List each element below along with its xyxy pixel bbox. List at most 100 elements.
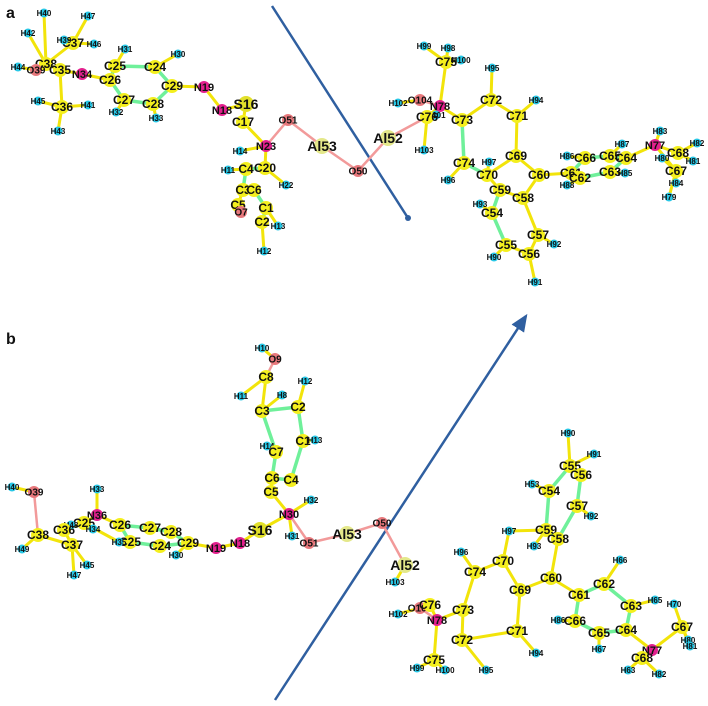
atom-sphere bbox=[419, 145, 429, 155]
bond-C72-C71 bbox=[460, 629, 519, 642]
atom-C24: C24 bbox=[144, 60, 166, 74]
atom-N77: N77 bbox=[645, 139, 665, 152]
atom-label: H80 bbox=[681, 636, 696, 645]
atom-H102: H102 bbox=[388, 609, 408, 619]
atom-label: H43 bbox=[51, 127, 66, 136]
atom-C76: C76 bbox=[416, 110, 438, 124]
atom-sphere bbox=[692, 138, 702, 148]
atom-label: C61 bbox=[568, 588, 590, 602]
atom-label: H70 bbox=[667, 600, 682, 609]
atom-C70: C70 bbox=[476, 168, 498, 182]
atom-sphere bbox=[443, 43, 453, 53]
atom-sphere bbox=[669, 164, 683, 178]
atom-sphere bbox=[443, 175, 453, 185]
atom-sphere bbox=[53, 126, 63, 136]
atom-label: C64 bbox=[615, 151, 637, 165]
atom-sphere bbox=[485, 206, 499, 220]
atom-sphere bbox=[542, 484, 556, 498]
atom-C35: C35 bbox=[49, 63, 71, 77]
atom-label: H85 bbox=[618, 169, 633, 178]
atom-label: C26 bbox=[109, 518, 131, 532]
atom-O50: O50 bbox=[373, 517, 392, 530]
atom-label: H48 bbox=[64, 521, 79, 530]
atom-label: H97 bbox=[482, 158, 497, 167]
atom-C71: C71 bbox=[506, 109, 528, 123]
atom-C7: C7 bbox=[268, 445, 284, 459]
atom-H84: H84 bbox=[669, 178, 684, 188]
atom-C20: C20 bbox=[254, 161, 276, 175]
atom-label: H99 bbox=[410, 664, 425, 673]
atom-label: O104 bbox=[408, 604, 433, 615]
atom-label: O50 bbox=[349, 167, 368, 178]
atom-sphere bbox=[306, 495, 316, 505]
atom-sphere bbox=[65, 538, 79, 552]
atom-label: N30 bbox=[279, 509, 299, 521]
atom-sphere bbox=[53, 63, 67, 77]
atom-label: C35 bbox=[49, 63, 71, 77]
atom-label: C67 bbox=[665, 164, 687, 178]
atom-sphere bbox=[487, 63, 497, 73]
atom-sphere bbox=[504, 526, 514, 536]
atom-H45: H45 bbox=[80, 560, 95, 570]
atom-label: O104 bbox=[408, 96, 433, 107]
atom-N18: N18 bbox=[212, 104, 232, 117]
atom-C60: C60 bbox=[528, 168, 550, 182]
atom-label: H100 bbox=[435, 666, 455, 675]
atom-sphere bbox=[300, 376, 310, 386]
atom-sphere bbox=[55, 100, 69, 114]
atom-sphere bbox=[13, 62, 23, 72]
atom-sphere bbox=[484, 93, 498, 107]
atom-C59: C59 bbox=[535, 523, 557, 537]
atom-label: C60 bbox=[528, 168, 550, 182]
atom-C37: C37 bbox=[61, 538, 83, 552]
atom-label: H83 bbox=[653, 127, 668, 136]
atom-H86: H86 bbox=[560, 151, 575, 161]
atom-sphere bbox=[236, 391, 246, 401]
atom-C24: C24 bbox=[149, 539, 171, 553]
atom-H35: H35 bbox=[112, 537, 127, 547]
atom-sphere bbox=[510, 109, 524, 123]
atom-sphere bbox=[493, 183, 507, 197]
atom-H81: H81 bbox=[686, 156, 701, 166]
atom-H10: H10 bbox=[255, 343, 270, 353]
atom-sphere bbox=[562, 151, 572, 161]
atom-C64: C64 bbox=[615, 623, 637, 637]
panel-label-b: b bbox=[6, 331, 16, 348]
atom-H65: H65 bbox=[648, 595, 663, 605]
atom-label: C57 bbox=[566, 499, 588, 513]
atom-label: C73 bbox=[452, 603, 474, 617]
atom-N34: N34 bbox=[72, 68, 93, 81]
atom-C1: C1 bbox=[295, 434, 311, 448]
atom-sphere bbox=[259, 201, 273, 215]
atom-N78: N78 bbox=[430, 100, 450, 113]
atom-C68: C68 bbox=[631, 651, 653, 665]
atom-label: C27 bbox=[139, 521, 161, 535]
atom-sphere bbox=[258, 161, 272, 175]
atom-H103: H103 bbox=[385, 577, 405, 587]
atom-C74: C74 bbox=[464, 565, 486, 579]
atom-sphere bbox=[475, 199, 485, 209]
atom-label: H95 bbox=[479, 666, 494, 675]
atom-sphere bbox=[171, 550, 181, 560]
orientation-arrow bbox=[270, 5, 410, 219]
atom-sphere bbox=[148, 60, 162, 74]
atom-sphere bbox=[619, 151, 633, 165]
orientation-arrow-tip bbox=[405, 215, 411, 221]
atom-sphere bbox=[669, 599, 679, 609]
atom-C55: C55 bbox=[495, 238, 517, 252]
atom-sphere bbox=[532, 168, 546, 182]
atom-H92: H92 bbox=[547, 239, 562, 249]
atom-sphere bbox=[516, 191, 530, 205]
atom-label: C2 bbox=[290, 400, 306, 414]
atom-sphere bbox=[623, 665, 633, 675]
atom-sphere bbox=[153, 539, 167, 553]
atom-label: C58 bbox=[512, 191, 534, 205]
atom-H79: H79 bbox=[662, 192, 677, 202]
atom-C28: C28 bbox=[142, 97, 164, 111]
atom-label: C29 bbox=[161, 79, 183, 93]
atom-H32: H32 bbox=[109, 107, 124, 117]
atom-C55: C55 bbox=[559, 459, 581, 473]
atom-sphere bbox=[544, 571, 558, 585]
